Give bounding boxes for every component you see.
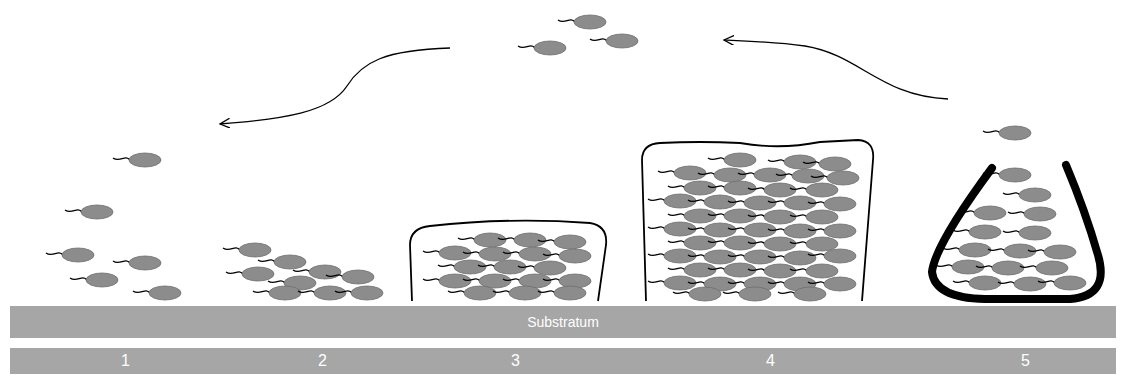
mature-cells [648,153,859,301]
matrix-cells [423,233,591,300]
cycle-arrow [220,48,450,124]
matrix-outline [410,221,606,301]
band-label: Substratum [527,314,599,330]
cycle-arrow [724,40,948,99]
substratum-band: Substratum [10,306,1116,338]
number-band [10,348,1116,374]
dispersing-cells [936,126,1086,291]
microcolony-cells [223,243,383,300]
mature-outline [642,140,873,301]
stage-number: 1 [121,352,130,370]
stage-number: 2 [318,352,327,370]
attaching-cells [46,153,181,300]
stage-number: 5 [1021,352,1030,370]
planktonic-cells [518,15,638,55]
stage-number: 3 [511,352,520,370]
stage-number: 4 [766,352,775,370]
dispersal-outline [932,165,1101,299]
